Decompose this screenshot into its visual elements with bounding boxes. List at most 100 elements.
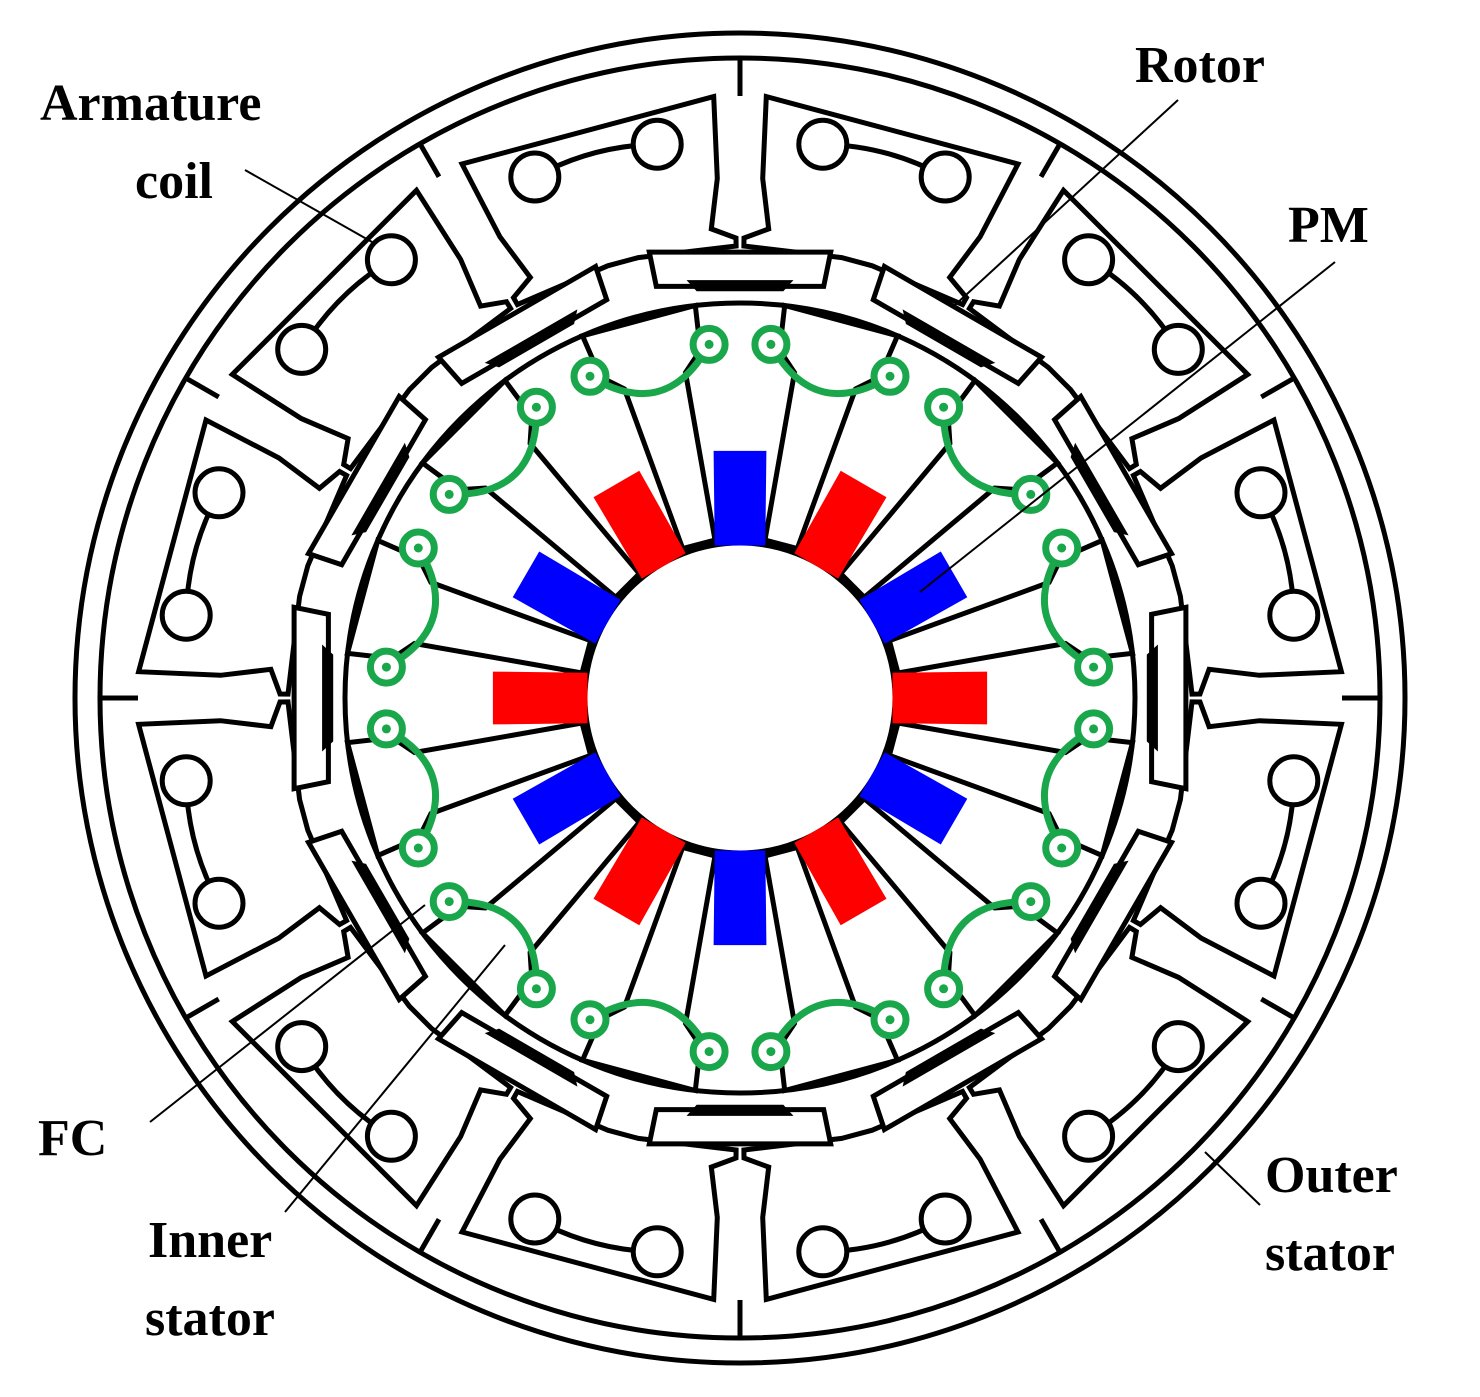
field-coil-terminal-dot	[531, 984, 541, 994]
leader-inner-stator	[284, 944, 506, 1213]
inner-stator-tooth	[418, 376, 643, 601]
field-coil-terminal-dot	[585, 1015, 595, 1025]
rotor-segment	[646, 1107, 834, 1147]
label-pm: PM	[1288, 197, 1369, 254]
armature-coil-terminal	[918, 1192, 972, 1246]
pm-blue	[512, 752, 621, 845]
field-coil-terminal-dot	[939, 402, 949, 412]
outer-stator-tooth	[966, 186, 1252, 472]
outer-stator-slot-divider	[417, 142, 442, 178]
pm-blue	[512, 551, 621, 644]
rotor-segment-shoe	[484, 1028, 578, 1087]
armature-coil-terminal	[508, 150, 562, 204]
outer-stator-tooth	[228, 924, 514, 1210]
armature-coil-terminal	[1267, 588, 1321, 642]
armature-coil-terminal	[796, 1225, 850, 1279]
inner-stator-boundary	[342, 300, 1138, 1096]
field-coil-terminal-dot	[585, 371, 595, 381]
armature-coil-terminal	[1234, 876, 1288, 930]
armature-coil-terminal	[918, 150, 972, 204]
rotor-segment-shoe	[484, 309, 578, 368]
rotor-segment	[1051, 392, 1176, 568]
rotor-segment	[304, 392, 429, 568]
armature-coil-terminal	[1062, 233, 1116, 287]
rotor-segment	[870, 262, 1046, 387]
armature-coil-terminal	[275, 1020, 329, 1074]
rotor-segment-shoe	[686, 1104, 794, 1116]
inner-stator-tooth	[886, 720, 1136, 859]
rotor-segment-shoe	[686, 280, 794, 292]
rotor-segment-shoe	[322, 644, 334, 752]
armature-coil-terminal	[1151, 1020, 1205, 1074]
pm-red	[892, 671, 988, 725]
inner-stator-tooth	[344, 720, 594, 859]
field-coil-terminal-dot	[381, 724, 391, 734]
labels: Armature coil Rotor PM FC Inner stator O…	[38, 37, 1398, 1347]
inner-stator	[342, 300, 1138, 1096]
label-inner-line2: stator	[145, 1290, 275, 1347]
rotor-segment	[434, 1009, 610, 1134]
field-coil-terminal-dot	[704, 1047, 714, 1057]
label-inner-line1: Inner	[148, 1212, 272, 1269]
outer-stator-tooth	[966, 924, 1252, 1210]
field-coil-terminal-dot	[704, 339, 714, 349]
inner-stator-tooth	[762, 844, 901, 1094]
outer-stator-slot-divider	[1260, 375, 1296, 400]
inner-stator-tooth	[344, 537, 594, 676]
inner-stator-tooth	[579, 844, 718, 1094]
inner-stator-tooth	[837, 795, 1062, 1020]
label-armature-line2: coil	[135, 153, 213, 210]
field-coil-terminal-dot	[444, 897, 454, 907]
armature-coil-terminal	[630, 117, 684, 171]
field-coil-terminal-dot	[381, 662, 391, 672]
leader-rotor	[954, 99, 1179, 306]
field-coil-terminal-dot	[1089, 662, 1099, 672]
rotor-segment	[646, 249, 834, 289]
armature-coil-terminal	[159, 588, 213, 642]
armature-coil-terminal	[630, 1225, 684, 1279]
armature-coil-terminal	[508, 1192, 562, 1246]
outer-stator-slot-divider	[1260, 996, 1296, 1021]
leader-lines	[149, 99, 1336, 1213]
rotor-segment-shoe	[1070, 442, 1129, 536]
armature-coil-terminal	[796, 117, 850, 171]
label-armature-line1: Armature	[40, 75, 261, 132]
inner-stator-tooth	[579, 302, 718, 552]
outer-stator-slot-divider	[1038, 1218, 1063, 1254]
field-coil-terminal-dot	[1089, 724, 1099, 734]
armature-coil-terminal	[275, 322, 329, 376]
field-coil-terminal-dot	[885, 1015, 895, 1025]
armature-coil-terminal	[364, 233, 418, 287]
rotor-segment-shoe	[1070, 860, 1129, 954]
label-outer-line1: Outer	[1265, 1147, 1398, 1204]
armature-coil-terminal	[1062, 1109, 1116, 1163]
field-coil-terminal-dot	[413, 843, 423, 853]
leader-pm	[919, 261, 1336, 593]
outer-stator-slot-divider	[417, 1218, 442, 1254]
inner-stator-tooth	[418, 795, 643, 1020]
label-rotor: Rotor	[1135, 37, 1265, 94]
field-coil-terminal-dot	[1057, 843, 1067, 853]
field-coil-terminal-dot	[885, 371, 895, 381]
armature-coil-terminal	[1151, 322, 1205, 376]
rotor-segment	[870, 1009, 1046, 1134]
field-coil-terminal-dot	[413, 543, 423, 553]
rotor-segment	[434, 262, 610, 387]
field-coil-terminal-dot	[444, 489, 454, 499]
field-coils	[366, 324, 1114, 1072]
rotor-segment-shoe	[351, 442, 410, 536]
outer-stator-tooth	[228, 186, 514, 472]
field-coil-terminal-dot	[531, 402, 541, 412]
outer-stator-slot-divider	[1038, 142, 1063, 178]
rotor-segment-shoe	[902, 1028, 996, 1087]
label-fc: FC	[38, 1110, 107, 1167]
field-coil-terminal-dot	[766, 1047, 776, 1057]
rotor-segment	[1149, 604, 1189, 792]
label-outer-line2: stator	[1265, 1225, 1395, 1282]
field-coil-terminal-dot	[939, 984, 949, 994]
armature-coil-terminal	[159, 754, 213, 808]
pm-blue	[859, 752, 968, 845]
field-coil-terminal-dot	[1026, 897, 1036, 907]
pm-blue	[713, 450, 767, 546]
